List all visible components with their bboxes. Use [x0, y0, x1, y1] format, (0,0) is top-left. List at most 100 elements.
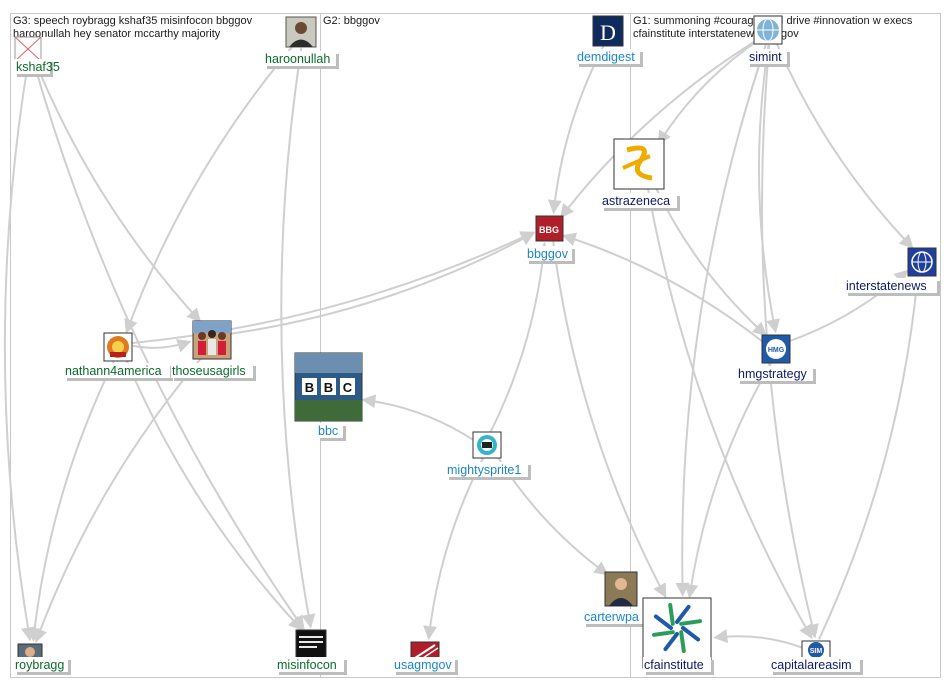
node-carterwpa[interactable]: carterwpa	[583, 571, 648, 627]
edge-mightysprite1-to-bbc	[361, 394, 475, 442]
node-misinfocon[interactable]: misinfocon	[276, 629, 347, 675]
edge-haroonullah-to-misinfocon	[280, 47, 316, 629]
node-hmgstrategy[interactable]: HMG hmgstrategy	[737, 334, 816, 384]
node-label-misinfocon: misinfocon	[277, 658, 337, 672]
broken-image-icon	[14, 36, 42, 62]
node-usagmgov[interactable]: usagmgov	[393, 641, 458, 675]
group-box-g2	[320, 13, 631, 678]
cfa-logo-ray	[653, 614, 673, 630]
misinfocon-logo-icon	[295, 629, 327, 659]
edge-simint-to-cfainstitute	[675, 44, 767, 597]
node-label-interstatenews: interstatenews	[846, 279, 927, 293]
node-label-cfainstitute: cfainstitute	[644, 658, 704, 672]
node-label-hmgstrategy: hmgstrategy	[738, 367, 808, 381]
bbc-logo-icon: B B C	[294, 352, 363, 422]
node-label-haroonullah: haroonullah	[265, 52, 330, 66]
edge-nathann4america-to-misinfocon	[125, 359, 303, 631]
globe-logo-icon	[753, 15, 783, 45]
svg-text:B: B	[324, 380, 333, 395]
node-label-astrazeneca: astrazeneca	[602, 194, 670, 208]
svg-text:C: C	[343, 380, 353, 395]
node-label-demdigest: demdigest	[577, 50, 635, 64]
node-simint[interactable]: simint	[747, 15, 790, 67]
cfa-logo-ray	[679, 619, 702, 626]
node-label-capitalareasim: capitalareasim	[771, 658, 852, 672]
node-cfainstitute[interactable]: cfainstitute	[642, 597, 714, 675]
edge-haroonullah-to-nathann4america	[124, 45, 294, 334]
node-astrazeneca[interactable]: astrazeneca	[601, 138, 680, 211]
profile-photo-icon	[285, 16, 317, 48]
globe-grid-logo-icon	[907, 247, 937, 277]
node-bbc[interactable]: B B C bbc	[294, 352, 363, 441]
cfa-logo-ray	[681, 626, 701, 642]
cfa-logo-ray	[663, 632, 679, 652]
edge-kshaf35-to-misinfocon	[32, 61, 305, 630]
node-label-bbc: bbc	[318, 424, 338, 438]
group-photo-icon	[192, 320, 232, 360]
edge-astrazeneca-to-capitalareasim	[646, 188, 813, 640]
node-nathann4america[interactable]: nathann4america	[64, 332, 173, 381]
node-roybragg[interactable]: roybragg	[14, 643, 71, 675]
group-box-g1	[630, 13, 941, 678]
cfa-logo-ray	[668, 603, 675, 626]
node-label-mightysprite1: mightysprite1	[447, 463, 521, 477]
edge-thoseusagirls-to-roybragg	[33, 356, 203, 643]
node-label-roybragg: roybragg	[15, 658, 64, 672]
edge-kshaf35-to-thoseusagirls	[34, 60, 202, 323]
node-capitalareasim[interactable]: SIM capitalareasim	[770, 640, 863, 675]
node-label-carterwpa: carterwpa	[584, 610, 639, 624]
node-label-usagmgov: usagmgov	[394, 658, 452, 672]
edge-simint-to-astrazeneca	[657, 39, 759, 145]
node-bbggov[interactable]: BBG bbggov	[526, 215, 575, 264]
seal-logo-icon	[103, 332, 133, 362]
node-label-bbggov: bbggov	[527, 247, 569, 261]
cfa-logo-ray	[652, 630, 675, 637]
node-interstatenews[interactable]: interstatenews	[845, 247, 940, 296]
node-demdigest[interactable]: D demdigest	[576, 15, 643, 67]
node-haroonullah[interactable]: haroonullah	[264, 16, 339, 69]
svg-text:SIM: SIM	[810, 648, 823, 655]
edge-bbggov-to-cfainstitute	[552, 241, 667, 599]
edge-hmgstrategy-to-cfainstitute	[684, 362, 772, 599]
edge-simint-to-interstatenews	[775, 42, 914, 249]
edge-simint-to-hmgstrategy	[758, 44, 780, 334]
node-mightysprite1[interactable]: mightysprite1	[446, 431, 531, 480]
node-kshaf35[interactable]: kshaf35	[14, 36, 60, 77]
cfa-logo-ray	[675, 604, 691, 624]
edge-capitalareasim-to-cfainstitute	[713, 629, 806, 650]
profile-photo-icon	[604, 571, 638, 607]
group-title-g2-line1: G2: bbggov	[323, 15, 380, 27]
svg-text:B: B	[305, 380, 314, 395]
edge-demdigest-to-bbggov	[547, 45, 605, 215]
group-box-g3	[10, 13, 321, 678]
cfa-logo-icon	[642, 597, 712, 669]
group-title-g3-line2: haroonullah hey senator mccarthy majorit…	[13, 28, 221, 40]
astrazeneca-logo-icon	[613, 138, 665, 190]
edge-kshaf35-to-roybragg	[3, 62, 35, 642]
svg-text:HMG: HMG	[768, 347, 785, 354]
edge-mightysprite1-to-usagmgov	[423, 457, 484, 640]
bbg-logo-icon: BBG	[535, 215, 564, 242]
node-label-kshaf35: kshaf35	[16, 60, 60, 74]
hmg-logo-icon: HMG	[761, 334, 791, 364]
edge-mightysprite1-to-bbggov	[489, 242, 551, 432]
edge-capitalareasim-to-interstatenews	[817, 277, 924, 640]
group-title-g3-line1: G3: speech roybragg kshaf35 misinfocon b…	[13, 15, 253, 27]
edge-nathann4america-to-bbggov	[132, 231, 535, 344]
node-thoseusagirls[interactable]: thoseusagirls	[171, 320, 256, 381]
node-label-nathann4america: nathann4america	[65, 364, 162, 378]
svg-text:BBG: BBG	[539, 225, 559, 235]
edge-simint-to-bbggov	[560, 39, 758, 219]
sim-logo-icon: SIM	[801, 640, 831, 660]
edge-thoseusagirls-to-bbggov	[230, 232, 536, 335]
svg-text:D: D	[600, 20, 616, 45]
profile-photo-icon	[17, 643, 43, 662]
edge-nathann4america-to-thoseusagirls	[132, 339, 192, 353]
node-label-thoseusagirls: thoseusagirls	[172, 364, 246, 378]
node-label-simint: simint	[749, 50, 782, 64]
edge-hmgstrategy-to-bbggov	[561, 232, 764, 343]
edge-nathann4america-to-roybragg	[27, 360, 115, 642]
cfa-logo-ray	[679, 630, 686, 653]
cartoon-avatar-icon	[472, 431, 502, 459]
